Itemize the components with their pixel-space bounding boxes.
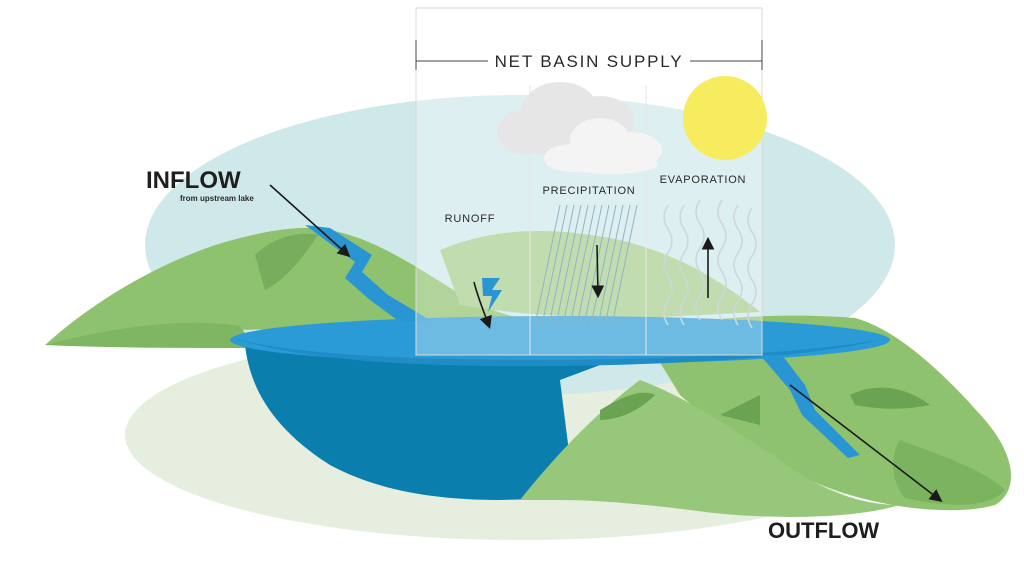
left-hill-shade [255,233,318,290]
evaporation-label: EVAPORATION [660,174,747,186]
runoff-arrow [473,281,492,330]
cloud-icon [497,82,662,174]
precipitation-arrow [591,244,605,299]
right-hill-shade [850,387,930,409]
inflow-sublabel: from upstream lake [180,194,254,203]
outflow-arrow [789,384,943,502]
right-hill-shade-2 [720,395,760,425]
lake-basin [245,345,640,500]
net-basin-supply-panel: NET BASIN SUPPLY [415,7,767,356]
outflow-label: OUTFLOW [768,518,879,543]
left-hill [45,227,560,345]
precipitation-label: PRECIPITATION [542,185,635,197]
outflow-river [760,355,860,458]
front-hill-shade [600,392,655,420]
rain-streaks [534,204,638,326]
lake-surface [230,316,890,364]
runoff-stream-icon [482,278,502,312]
lake-rim [232,338,888,367]
back-hill [440,230,760,318]
inflow-label: INFLOW [146,167,241,194]
sun-icon [683,76,767,160]
left-hill-front [45,322,255,348]
right-hill-tip [893,440,1005,505]
inflow-arrow [269,184,351,258]
evaporation-waves [663,199,757,329]
runoff-label: RUNOFF [445,213,496,225]
panel-title: NET BASIN SUPPLY [495,52,684,71]
